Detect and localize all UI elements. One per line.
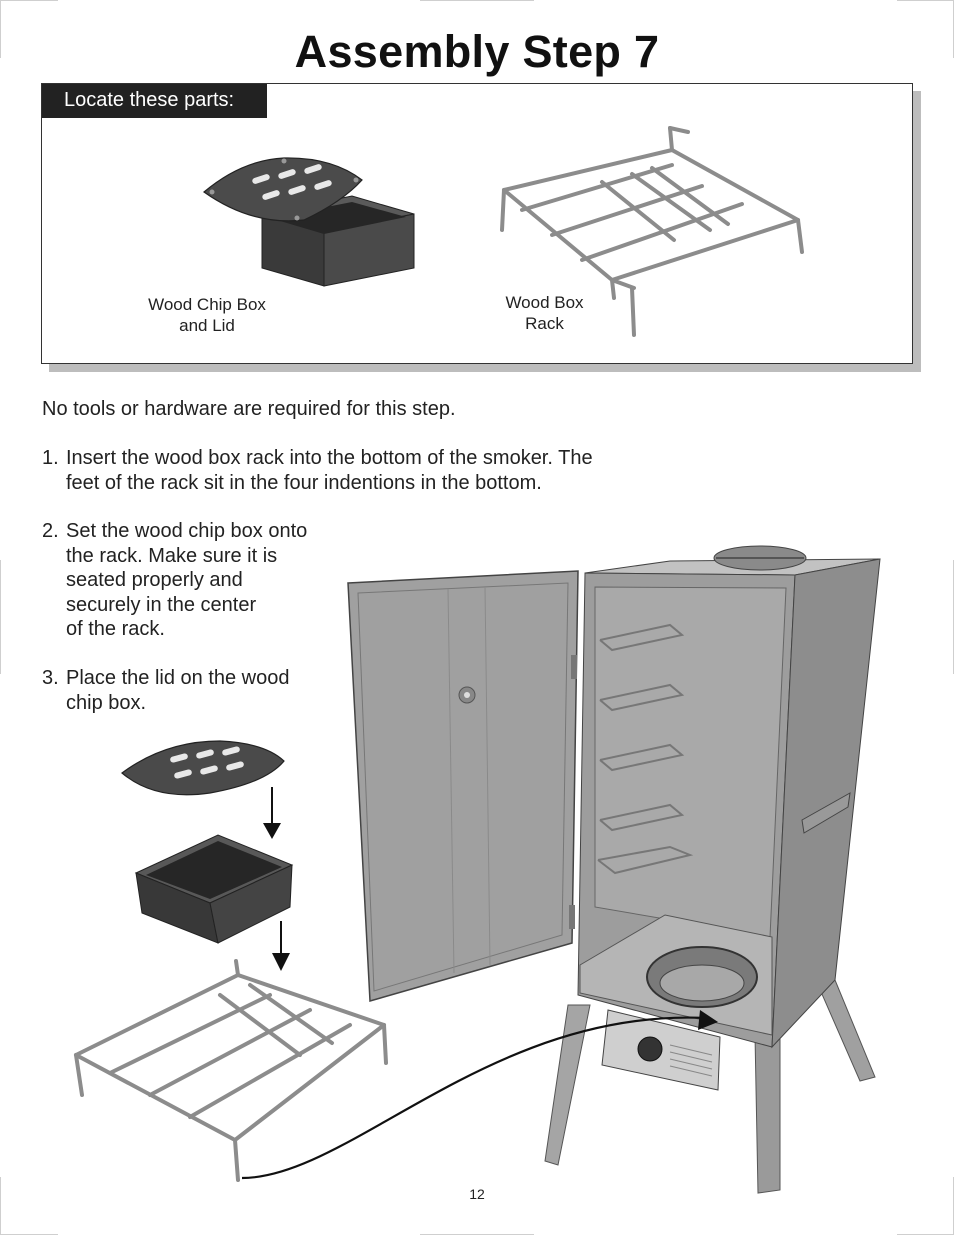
down-arrow-icon bbox=[272, 921, 290, 971]
wood-chip-box-and-lid-illustration bbox=[203, 157, 415, 287]
step-line: Insert the wood box rack into the bottom… bbox=[66, 447, 593, 469]
wood-chip-lid bbox=[203, 157, 363, 222]
wood-chip-box bbox=[261, 195, 415, 287]
part-label-line: and Lid bbox=[179, 316, 235, 335]
step-number: 3. bbox=[42, 667, 59, 689]
box-illustration bbox=[134, 834, 294, 944]
page-title: Assembly Step 7 bbox=[294, 26, 660, 77]
step-line: seated properly and bbox=[66, 569, 243, 591]
crop-mark bbox=[897, 0, 954, 1]
step-line: Set the wood chip box onto bbox=[66, 520, 308, 542]
step-line: Place the lid on the wood bbox=[66, 667, 290, 689]
smoker-side-handle bbox=[801, 792, 851, 834]
smoker-door bbox=[347, 570, 579, 1002]
step-line: securely in the center bbox=[66, 593, 257, 616]
step-number: 1. bbox=[42, 447, 59, 469]
smoker-body bbox=[577, 545, 881, 1049]
crop-mark bbox=[0, 0, 1, 58]
parts-panel-header: Locate these parts: bbox=[42, 84, 267, 118]
assembly-parts-illustration bbox=[74, 740, 388, 1182]
crop-mark bbox=[420, 0, 534, 1]
part-label-wood-chip-box: Wood Chip Box and Lid bbox=[122, 294, 292, 336]
step-line: the rack. Make sure it is bbox=[66, 544, 278, 567]
page-number: 12 bbox=[469, 1186, 485, 1202]
step-line: chip box. bbox=[66, 691, 147, 714]
smoker-control-panel bbox=[601, 1009, 721, 1091]
part-label-line: Wood Chip Box bbox=[148, 295, 266, 314]
step-line: feet of the rack sit in the four indenti… bbox=[66, 471, 542, 494]
placement-arrow bbox=[241, 1010, 718, 1180]
parts-panel: Locate these parts: bbox=[41, 83, 913, 364]
crop-mark bbox=[0, 560, 1, 674]
crop-mark bbox=[0, 1177, 1, 1235]
step-number: 2. bbox=[42, 520, 59, 542]
smoker-racks bbox=[597, 623, 694, 875]
lid-illustration bbox=[121, 740, 285, 796]
smoker-illustration bbox=[347, 545, 881, 1194]
rack-illustration bbox=[74, 959, 388, 1182]
crop-mark bbox=[0, 0, 58, 1]
down-arrow-icon bbox=[263, 787, 281, 839]
part-label-line: Rack bbox=[525, 314, 564, 333]
part-label-line: Wood Box bbox=[505, 293, 584, 312]
wood-box-rack-illustration bbox=[500, 126, 804, 337]
smoker-burner-floor bbox=[579, 914, 773, 1036]
intro-text: No tools or hardware are required for th… bbox=[42, 398, 456, 420]
part-label-wood-box-rack: Wood Box Rack bbox=[472, 292, 617, 334]
step-line: of the rack. bbox=[66, 618, 165, 640]
